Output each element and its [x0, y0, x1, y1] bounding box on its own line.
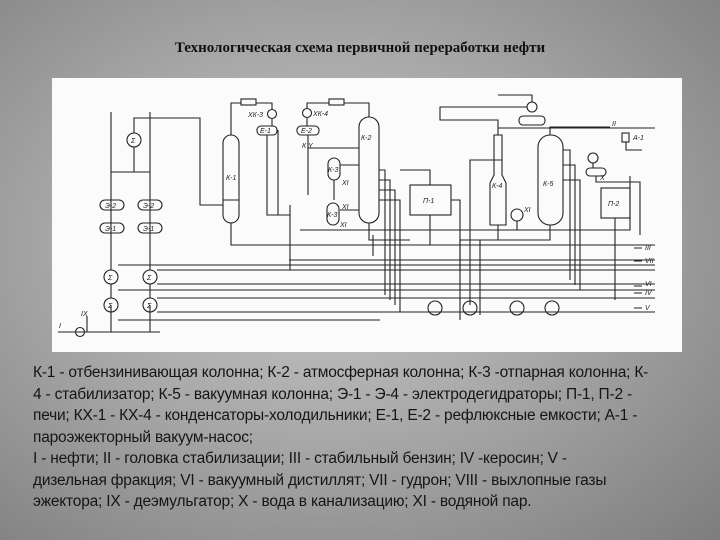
label-output-vi: VI [645, 281, 652, 288]
desalter-e2-left [99, 199, 125, 211]
label-s4: Σ [107, 303, 113, 310]
label-s2: Σ [107, 275, 113, 282]
label-steam-1: XI [341, 180, 349, 187]
column-k5 [537, 134, 564, 226]
label-input-ix: IX [81, 311, 88, 318]
k2-piping [277, 102, 655, 312]
label-steam-4: XI [523, 207, 531, 214]
desalter-e1-right [137, 222, 163, 234]
legend-line: дизельная фракция; VI - вакуумный дистил… [33, 471, 607, 489]
cooler-bottom-4 [544, 300, 560, 316]
product-lines [118, 264, 655, 321]
legend-line: 4 - стабилизатор; К-5 - вакуумная колонн… [33, 385, 632, 403]
column-k4 [489, 134, 507, 226]
cooler-xk4 [301, 107, 313, 119]
label-p2: П-2 [608, 201, 619, 208]
label-k1: К-1 [226, 175, 236, 182]
label-e2: Е-2 [301, 128, 312, 135]
label-output-v: V [645, 305, 651, 312]
k4-reboiler [510, 208, 524, 222]
legend-line: печи; КХ-1 - КХ-4 - конденсаторы-холодил… [33, 407, 638, 424]
cooler-xk3 [266, 108, 278, 120]
label-e1: Е-1 [260, 128, 271, 135]
heat-exchanger-top [126, 132, 142, 148]
label-output-vii: VII [645, 258, 654, 265]
label-a1: А-1 [632, 135, 644, 142]
k1-piping [223, 102, 655, 246]
label-e1a: Э-1 [105, 226, 116, 233]
label-steam-2: XI [341, 204, 349, 211]
k5-cooler [587, 152, 599, 164]
outlet-arrows [620, 127, 642, 309]
label-output-iv: IV [645, 290, 653, 297]
feed-pump-icon [74, 326, 86, 338]
legend-text: К-1 - отбензинивающая колонна; К-2 - атм… [33, 362, 693, 513]
k4-piping [439, 94, 655, 320]
label-ky: К Y [302, 143, 314, 150]
heat-exchanger-1 [103, 269, 119, 285]
label-water-x: X [599, 175, 605, 182]
flow-diagram-svg: К-1 К-2 К-3 К-3 К-4 К-5 П-1 П-2 Е-1 Е-2 … [58, 94, 655, 338]
label-steam-3: XI [339, 222, 347, 229]
column-k2 [358, 116, 380, 224]
heat-exchanger-4 [142, 297, 158, 313]
desalter-e2-right [137, 199, 163, 211]
ejector-a1 [621, 132, 630, 143]
label-s3: Σ [146, 275, 152, 282]
desalter-e1-left [99, 222, 125, 234]
label-xk4: ХК-4 [312, 111, 328, 118]
label-e2b: Э-2 [143, 203, 154, 210]
cooler-bottom-3 [509, 300, 525, 316]
label-k3a: К-3 [328, 167, 338, 174]
legend-line: пароэжекторный вакуум-насос; [33, 428, 253, 446]
slide-title: Технологическая схема первичной перерабо… [174, 40, 546, 56]
k4-cooler [526, 101, 538, 113]
label-k5: К-5 [543, 181, 553, 188]
label-s5: Σ [146, 303, 152, 310]
condenser-1 [240, 98, 257, 106]
label-k4: К-4 [492, 183, 502, 190]
label-input-i: I [59, 323, 61, 330]
cooler-bottom-2 [462, 300, 478, 316]
column-k3-lower [326, 202, 340, 226]
label-e2a: Э-2 [105, 203, 116, 210]
label-k2: К-2 [361, 135, 371, 142]
k4-reflux-drum [518, 115, 546, 126]
feed-line [58, 305, 160, 333]
label-output-ii: II [612, 121, 616, 128]
legend-line: К-1 - отбензинивающая колонна; К-2 - атм… [33, 364, 649, 381]
condenser-2 [328, 98, 345, 106]
label-output-iii: III [645, 245, 651, 252]
legend-line: эжектора; IX - деэмульгатор; X - вода в … [33, 493, 532, 510]
label-s1: Σ [130, 138, 136, 145]
label-k3b: К-3 [327, 212, 337, 219]
label-e1b: Э-1 [143, 226, 154, 233]
heat-exchanger-2 [142, 269, 158, 285]
k5-piping [300, 126, 642, 315]
label-p1: П-1 [423, 198, 434, 205]
desalter-piping [110, 112, 223, 298]
cooler-bottom-1 [427, 300, 443, 316]
legend-line: I - нефти; II - головка стабилизации; II… [33, 450, 567, 467]
heat-exchanger-3 [103, 297, 119, 313]
label-xk3: ХК-3 [247, 112, 263, 119]
process-flow-diagram: К-1 К-2 К-3 К-3 К-4 К-5 П-1 П-2 Е-1 Е-2 … [52, 78, 682, 352]
